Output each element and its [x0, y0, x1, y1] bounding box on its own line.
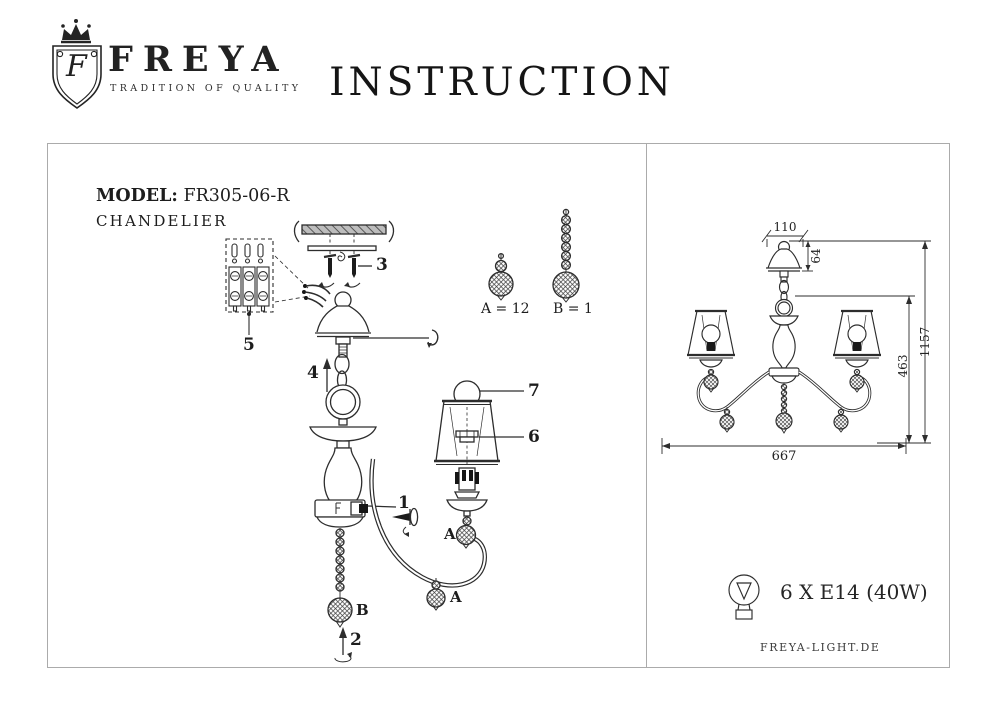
wires — [302, 284, 331, 308]
part-label-3: 3 — [376, 255, 388, 275]
part-label-6: 6 — [528, 427, 540, 447]
dim-label-110: 110 — [773, 220, 797, 234]
part-label-2: 2 — [350, 630, 362, 650]
ceiling-bar — [293, 220, 395, 243]
lamp-spec: 6 X E14 (40W) — [780, 580, 928, 604]
part-label-4: 4 — [307, 363, 319, 383]
dim-label-1157: 1157 — [918, 326, 932, 358]
canopy — [315, 291, 439, 358]
brand-name: FREYA — [108, 39, 289, 80]
crystal-strand-b — [327, 528, 353, 663]
part-label-7: 7 — [528, 381, 540, 401]
shade-part6 — [434, 399, 524, 474]
model-number: FR305-06-R — [183, 186, 290, 206]
product-type: CHANDELIER — [96, 212, 228, 230]
hanging-ring — [325, 384, 361, 426]
mounting-bracket — [307, 234, 377, 262]
terminal-block-detail — [225, 238, 311, 335]
website: FREYA-LIGHT.DE — [760, 641, 881, 654]
crystal-label-a-socket: A — [444, 525, 456, 543]
dim-label-463: 463 — [896, 354, 910, 378]
dim-label-64: 64 — [809, 248, 823, 264]
crown-icon — [61, 19, 91, 44]
pendant-sample-b — [552, 208, 580, 303]
dim-1157 — [791, 240, 931, 444]
dim-667 — [661, 438, 907, 454]
pendant-sample-a — [488, 252, 514, 301]
dim-label-667: 667 — [771, 449, 797, 464]
logo-letter: F — [66, 49, 87, 84]
screws-part3 — [318, 253, 372, 288]
crystal-a-under-socket — [455, 516, 477, 549]
brand-tagline: TRADITION OF QUALITY — [110, 83, 302, 94]
arm-hub — [314, 499, 397, 528]
model-label: MODEL: — [96, 186, 178, 206]
crystal-a-on-arm — [426, 578, 446, 611]
freya-shield-logo-icon — [52, 19, 102, 109]
page-title: INSTRUCTION — [329, 60, 675, 105]
dimensions-panel: 110 64 1157 463 667 6 X E14 (40W) FREYA-… — [646, 144, 949, 667]
content-frame: MODEL: FR305-06-R CHANDELIER 3 5 4 1 2 7… — [47, 143, 950, 668]
dimension-drawing — [661, 229, 931, 620]
bobeche-dish — [309, 426, 377, 449]
part-label-1: 1 — [398, 493, 410, 513]
crystal-count-b: B = 1 — [553, 301, 593, 317]
screw-part1 — [392, 507, 419, 537]
crystal-count-a: A = 12 — [481, 301, 530, 317]
assembly-panel: MODEL: FR305-06-R CHANDELIER 3 5 4 1 2 7… — [48, 144, 646, 667]
dim-110 — [761, 229, 809, 247]
crystal-label-a-arm: A — [450, 588, 462, 606]
dim-463 — [795, 295, 915, 443]
arm-scroll — [369, 458, 487, 588]
assembly-diagram — [225, 208, 580, 663]
crystal-label-b: B — [356, 601, 369, 619]
bulb-icon — [728, 574, 760, 620]
chandelier-front-view — [687, 240, 881, 434]
part-label-5: 5 — [243, 335, 255, 355]
lamp-socket — [446, 467, 488, 517]
model-line: MODEL: FR305-06-R — [96, 186, 290, 206]
